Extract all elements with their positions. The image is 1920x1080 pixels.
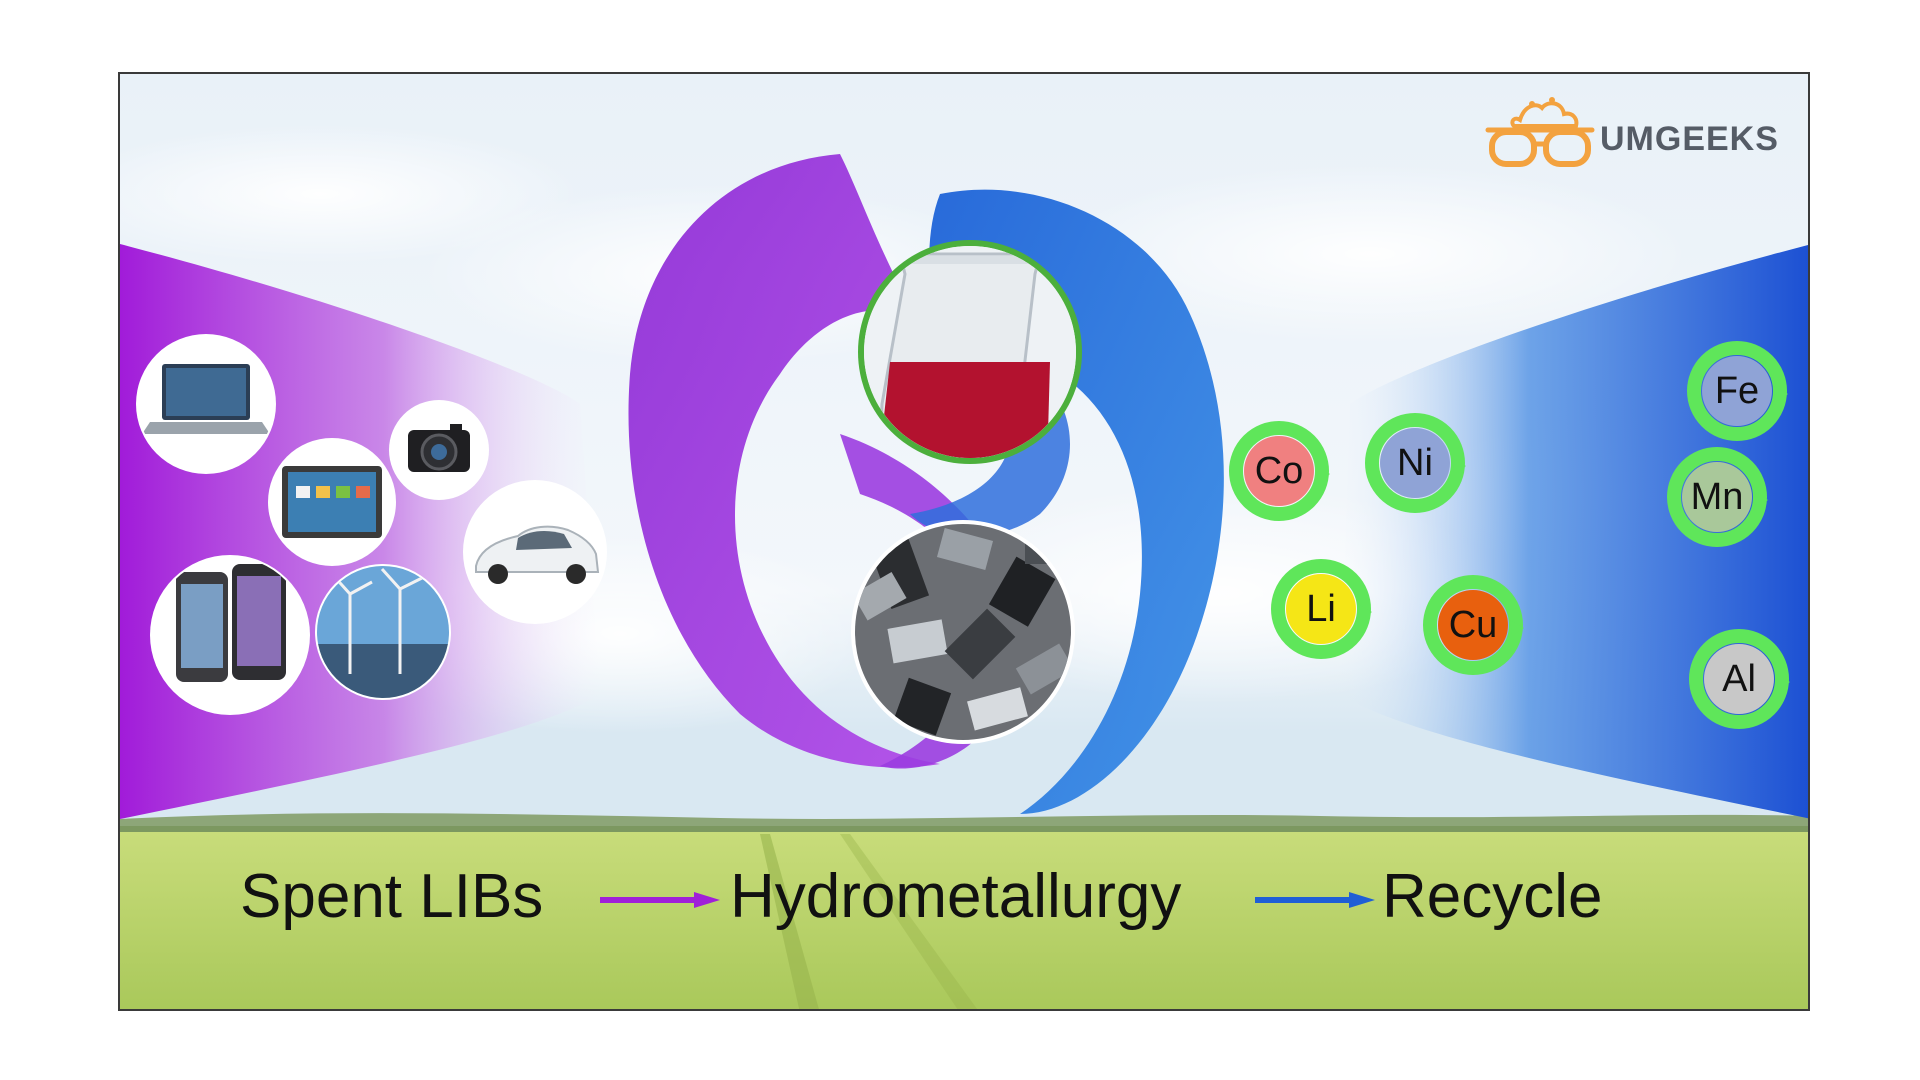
element-symbol: Li (1306, 587, 1336, 630)
element-cu: Cu (1418, 570, 1528, 680)
element-symbol: Al (1722, 657, 1756, 700)
diagram-frame: Co Ni Fe Mn Li Cu Al UMGEEKS (118, 72, 1810, 1011)
element-symbol: Co (1254, 449, 1304, 492)
arrow-right-icon (600, 892, 720, 908)
flow-step-recycle: Recycle (1382, 862, 1603, 931)
battery-pile-icon (855, 524, 1071, 740)
smartphone-icon (176, 564, 286, 682)
element-mn: Mn (1662, 442, 1772, 552)
flow-step-spent-libs: Spent LIBs (240, 862, 544, 931)
goggles-icon (1485, 97, 1595, 167)
laptop-icon (142, 364, 270, 434)
element-fe: Fe (1682, 336, 1792, 446)
element-symbol: Ni (1397, 441, 1433, 484)
element-ni: Ni (1360, 408, 1470, 518)
camera-icon (408, 424, 470, 472)
flow-step-hydrometallurgy: Hydrometallurgy (730, 862, 1182, 931)
logo-text: UMGEEKS (1600, 120, 1779, 158)
beaker-icon (864, 246, 1076, 458)
element-co: Co (1224, 416, 1334, 526)
element-symbol: Mn (1690, 475, 1744, 518)
car-icon (475, 525, 600, 584)
element-al: Al (1684, 624, 1794, 734)
element-symbol: Cu (1448, 603, 1498, 646)
tablet-icon (282, 466, 382, 538)
arrow-right-icon (1255, 892, 1375, 908)
element-symbol: Fe (1714, 369, 1760, 412)
element-li: Li (1266, 554, 1376, 664)
umgeeks-logo: UMGEEKS (1480, 96, 1800, 167)
